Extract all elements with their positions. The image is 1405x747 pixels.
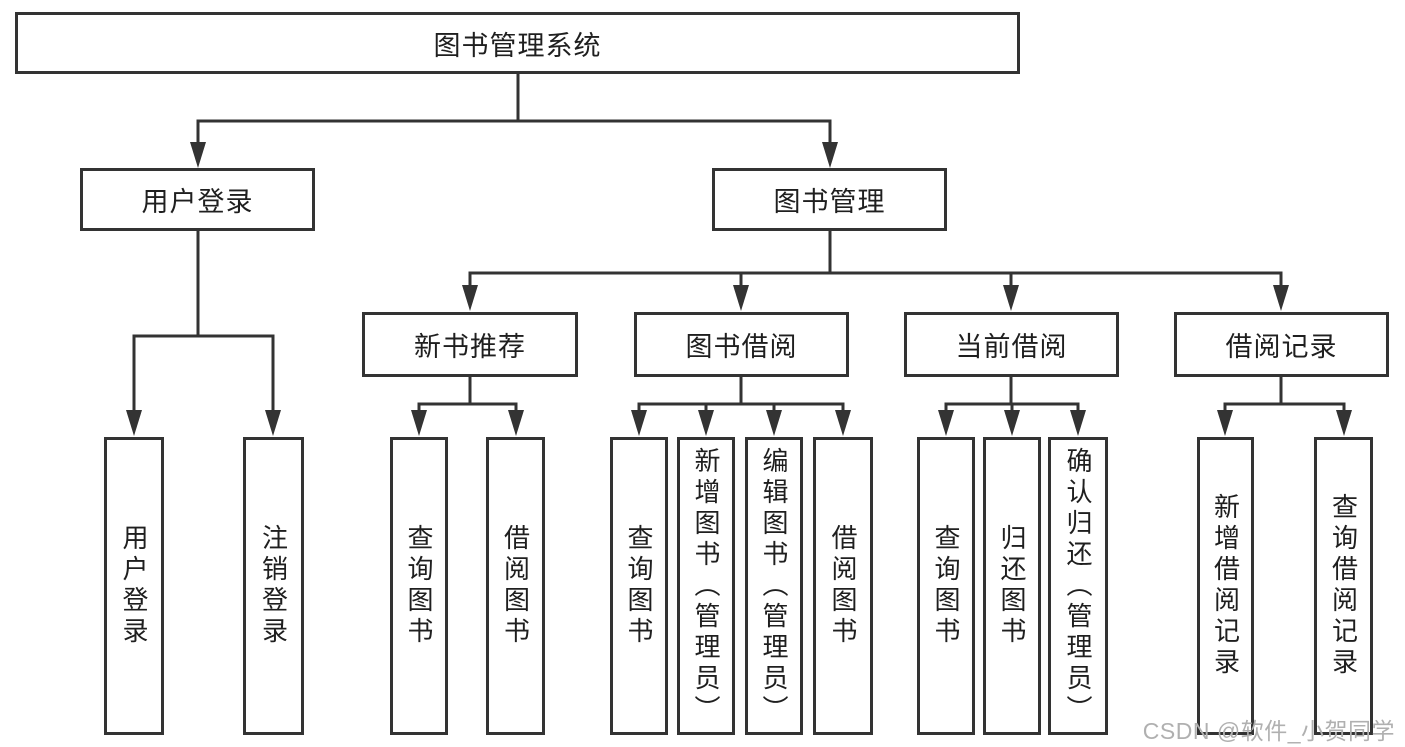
arrowhead [1003, 285, 1019, 311]
node-add-borrow-record: 新增借阅记录 [1197, 437, 1254, 735]
node-current-borrowing: 当前借阅 [904, 312, 1119, 377]
node-label: 用户登录 [141, 187, 254, 217]
node-borrow-books-borrowing: 借阅图书 [813, 437, 873, 735]
node-return-books: 归还图书 [983, 437, 1041, 735]
node-book-borrowing: 图书借阅 [634, 312, 849, 377]
arrowhead [265, 410, 281, 436]
node-label: 图书管理系统 [433, 30, 602, 61]
edge-level3-bracket [468, 271, 1283, 292]
arrowhead [733, 285, 749, 311]
node-borrow-records: 借阅记录 [1174, 312, 1389, 377]
node-query-books-borrowing: 查询图书 [610, 437, 668, 735]
arrowhead [1070, 410, 1086, 436]
edge-newbook-bracket [417, 402, 518, 420]
node-label: 新增图书（管理员） [691, 446, 721, 726]
node-label: 新增借阅记录 [1210, 493, 1241, 679]
edge-level2-bracket [196, 119, 832, 150]
arrowhead [508, 410, 524, 436]
node-leaf-user-login: 用户登录 [104, 437, 164, 735]
arrowhead [822, 142, 838, 168]
node-label: 查询图书 [404, 524, 434, 648]
node-label: 新书推荐 [414, 332, 526, 362]
node-label: 注销登录 [258, 524, 289, 648]
arrowhead [938, 410, 954, 436]
node-query-books-recommend: 查询图书 [390, 437, 448, 735]
edge-userlogin-bracket [132, 334, 275, 418]
node-root-system: 图书管理系统 [15, 12, 1020, 74]
node-label: 确认归还（管理员） [1063, 446, 1093, 726]
arrowhead [126, 410, 142, 436]
node-label: 归还图书 [997, 524, 1027, 648]
node-user-login: 用户登录 [80, 168, 315, 231]
node-label: 图书管理 [773, 187, 886, 217]
node-label: 查询借阅记录 [1328, 493, 1359, 679]
node-label: 借阅记录 [1225, 332, 1338, 362]
arrowhead [698, 410, 714, 436]
node-confirm-return-admin: 确认归还（管理员） [1048, 437, 1108, 735]
arrowhead [631, 410, 647, 436]
node-query-borrow-record: 查询借阅记录 [1314, 437, 1373, 735]
node-label: 当前借阅 [955, 332, 1068, 362]
node-label: 查询图书 [624, 524, 654, 648]
node-label: 图书借阅 [685, 332, 798, 362]
arrowhead [462, 285, 478, 311]
arrowhead [835, 410, 851, 436]
node-book-management: 图书管理 [712, 168, 947, 231]
node-borrow-books-recommend: 借阅图书 [486, 437, 545, 735]
arrowhead [1004, 410, 1020, 436]
arrowhead [1273, 285, 1289, 311]
node-label: 编辑图书（管理员） [759, 446, 789, 726]
arrowhead [190, 142, 206, 168]
arrowhead [766, 410, 782, 436]
node-add-books-admin: 新增图书（管理员） [677, 437, 735, 735]
node-label: 查询图书 [931, 524, 961, 648]
node-label: 用户登录 [119, 524, 149, 648]
edge-bookborrow-bracket [637, 402, 845, 420]
node-leaf-logout: 注销登录 [243, 437, 304, 735]
node-label: 借阅图书 [500, 524, 531, 648]
node-new-book-recommend: 新书推荐 [362, 312, 578, 377]
arrowhead [1336, 410, 1352, 436]
arrowhead [1217, 410, 1233, 436]
node-query-books-current: 查询图书 [917, 437, 975, 735]
node-label: 借阅图书 [828, 524, 858, 648]
csdn-watermark: CSDN @软件_小贺同学 [1142, 718, 1395, 744]
arrowhead [411, 410, 427, 436]
node-edit-books-admin: 编辑图书（管理员） [745, 437, 803, 735]
edge-records-bracket [1223, 402, 1346, 420]
